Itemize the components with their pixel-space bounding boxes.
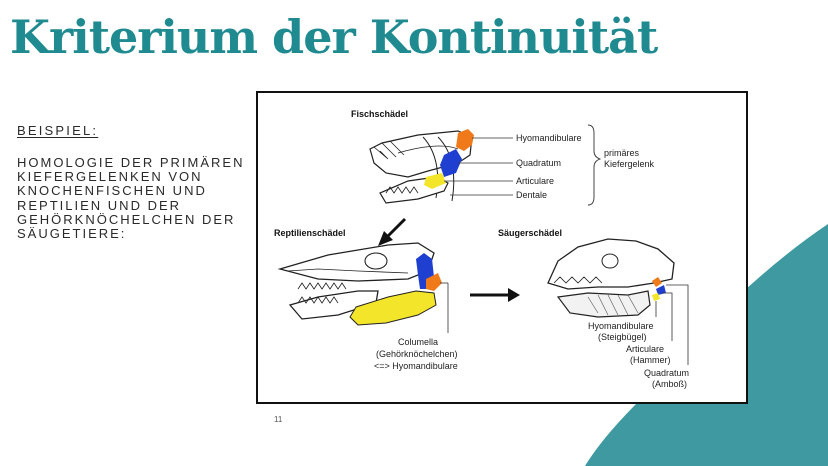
reptile-articulare-bone — [349, 290, 437, 326]
bracket-label-line2: Kiefergelenk — [604, 159, 655, 169]
reptile-columella-bone — [426, 273, 442, 291]
label-quadratum: Quadratum — [516, 158, 561, 168]
mammal-skull-title: Säugerschädel — [498, 228, 562, 238]
mammal-stapes-bone — [652, 277, 662, 287]
mammal-hyo-line2: (Steigbügel) — [598, 332, 647, 342]
mammal-skull-drawing — [547, 238, 675, 318]
skull-homology-figure: Fischschädel Hyomandibulare Quadratum Ar… — [256, 91, 748, 404]
reptile-skull-title: Reptilienschädel — [274, 228, 346, 238]
arrow-fish-to-reptile — [378, 217, 407, 246]
mammal-incus-bone — [656, 285, 666, 295]
reptile-label-line1: Columella — [398, 337, 438, 347]
mammal-quad-leader — [666, 284, 689, 365]
label-dentale: Dentale — [516, 190, 547, 200]
joint-bracket — [587, 124, 602, 206]
reptile-label-line3: <=> Hyomandibulare — [374, 361, 458, 371]
mammal-quad-line2: (Amboß) — [652, 379, 687, 389]
fish-hyomandibulare-bone — [456, 129, 474, 151]
bracket-label-line1: primäres — [604, 148, 640, 158]
mammal-art-line1: Articulare — [626, 344, 664, 354]
skull-diagram: Fischschädel Hyomandibulare Quadratum Ar… — [274, 109, 689, 389]
arrow-reptile-to-mammal — [470, 288, 520, 302]
mammal-quad-line1: Quadratum — [644, 368, 689, 378]
mammal-art-leader — [662, 292, 673, 341]
label-articulare: Articulare — [516, 176, 554, 186]
mammal-art-line2: (Hammer) — [630, 355, 671, 365]
fish-skull-title: Fischschädel — [351, 109, 408, 119]
mammal-hyo-line1: Hyomandibulare — [588, 321, 654, 331]
page-number: 11 — [274, 415, 283, 424]
mammal-malleus-bone — [652, 293, 660, 301]
example-heading: BEISPIEL: — [17, 123, 99, 138]
reptile-label-line2: (Gehörknöchelchen) — [376, 349, 458, 359]
fish-quadratum-bone — [440, 149, 462, 177]
example-text: HOMOLOGIE DER PRIMÄREN KIEFERGELENKEN VO… — [17, 155, 245, 242]
label-hyomandibulare: Hyomandibulare — [516, 133, 582, 143]
slide-title: Kriterium der Kontinuität — [10, 10, 658, 64]
fish-articulare-bone — [424, 173, 446, 189]
